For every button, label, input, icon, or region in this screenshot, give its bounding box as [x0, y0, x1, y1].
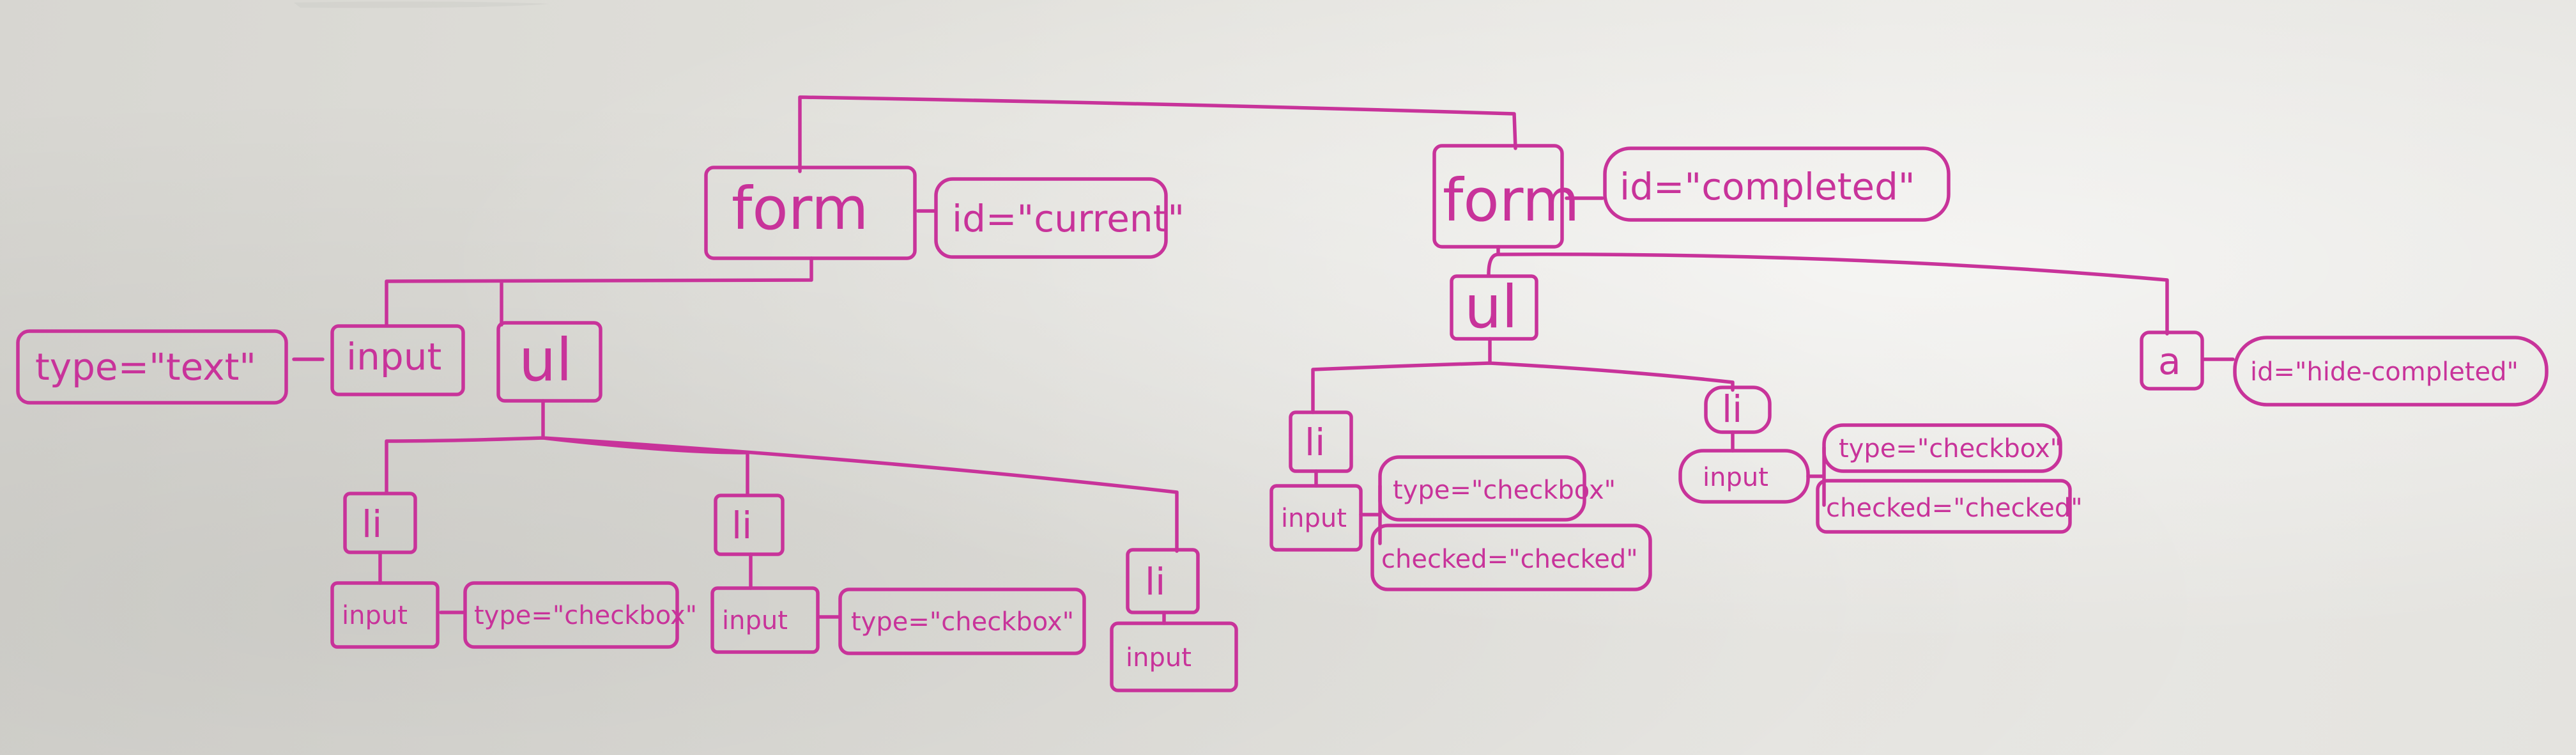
li-5-checked-box — [1816, 479, 2072, 534]
input-text-label: input — [346, 335, 441, 378]
li-2-type-label: type="checkbox" — [851, 607, 1074, 637]
li-5-label: li — [1722, 387, 1742, 431]
li-5-input-label: input — [1703, 463, 1768, 492]
form-completed-label: form — [1443, 166, 1580, 235]
li-5-type-box — [1822, 423, 2062, 473]
li-4-type-box — [1378, 455, 1586, 522]
li-1-type-label: type="checkbox" — [474, 601, 697, 630]
connector-ul-completed-children — [1311, 337, 1735, 414]
attr-type-text-box — [16, 329, 288, 405]
ul-current-label: ul — [519, 326, 572, 394]
li-2-label: li — [732, 504, 752, 547]
li-1-type-box — [463, 581, 679, 649]
li-3-input-box — [1110, 621, 1238, 692]
connector-form-children — [385, 256, 813, 327]
li-1-input-box — [330, 581, 440, 649]
attr-id-current-label: id="current" — [952, 197, 1184, 240]
li-4-input-box — [1269, 484, 1363, 552]
connector-root — [798, 95, 1517, 173]
form-current-label: form — [732, 175, 869, 243]
li-2-type-box — [838, 588, 1086, 655]
li-5-checked-label: checked="checked" — [1826, 494, 2083, 523]
attr-id-current-box — [934, 177, 1168, 259]
li-2-input-box — [710, 586, 820, 654]
ul-completed-box — [1450, 274, 1538, 341]
li-4-input-label: input — [1281, 504, 1347, 533]
li-2-input-label: input — [722, 606, 788, 635]
connector-ul-children — [385, 399, 1179, 553]
connector-completed-children — [1487, 245, 2169, 336]
marker-smudge — [294, 1, 549, 8]
li-5-type-label: type="checkbox" — [1839, 434, 2062, 463]
ul-completed-label: ul — [1464, 273, 1518, 341]
li-4-label: li — [1305, 421, 1325, 464]
ul-current-box — [496, 321, 602, 403]
li-3-label: li — [1145, 560, 1165, 603]
attr-id-hide-label: id="hide-completed" — [2250, 357, 2518, 387]
attr-type-text-label: type="text" — [35, 345, 256, 389]
li-4-box — [1289, 410, 1353, 473]
a-hide-box — [2140, 331, 2204, 391]
input-text-box — [330, 324, 465, 396]
li-1-input-label: input — [342, 601, 408, 630]
li-5-box — [1704, 385, 1772, 434]
li-3-input-label: input — [1126, 643, 1192, 673]
li-4-checked-label: checked="checked" — [1381, 545, 1638, 574]
li-4-type-label: type="checkbox" — [1393, 476, 1616, 505]
a-hide-label: a — [2158, 339, 2181, 383]
attr-id-hide-box — [2233, 336, 2549, 407]
attr-id-completed-label: id="completed" — [1620, 165, 1915, 208]
li-4-checked-box — [1370, 524, 1652, 591]
connector-li-4-attrs — [1359, 484, 1382, 545]
attr-id-completed-box — [1603, 146, 1951, 222]
li-1-label: li — [362, 502, 382, 546]
